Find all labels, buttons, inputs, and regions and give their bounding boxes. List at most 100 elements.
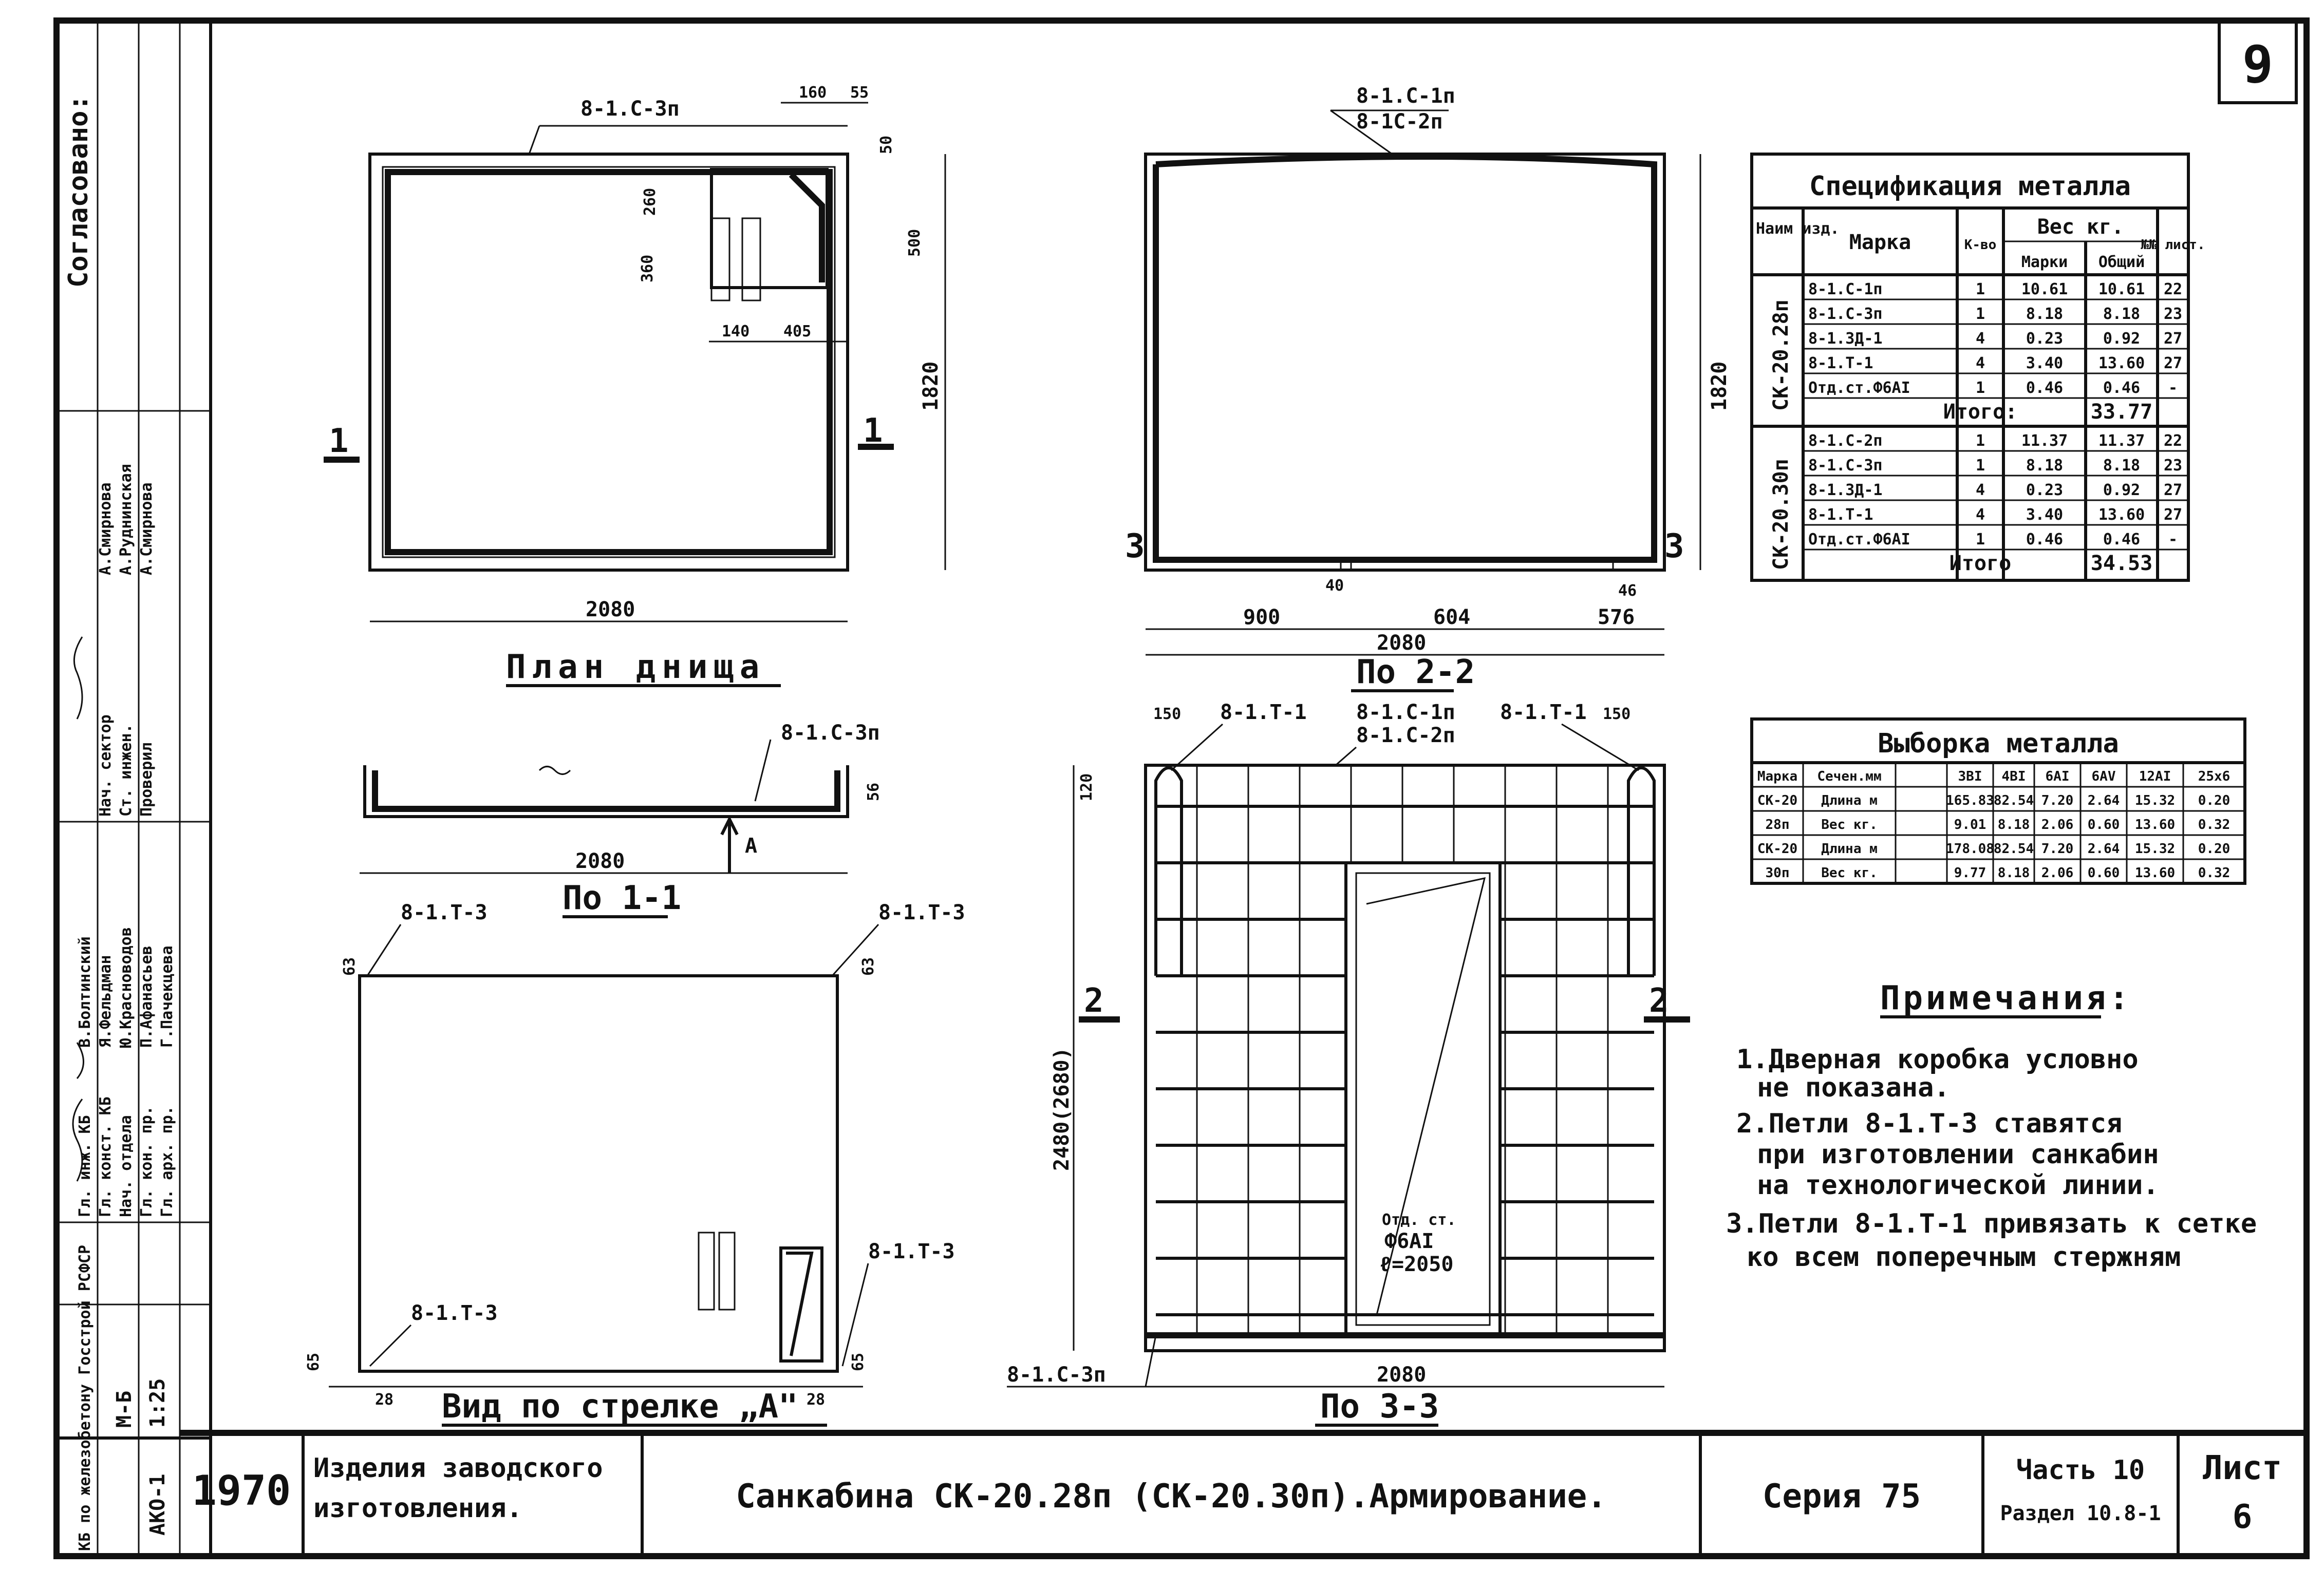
arrow-view-dim-28a: 28 — [375, 1391, 393, 1409]
plan-dim-405: 405 — [783, 323, 811, 340]
spec-cell: 11.37 — [2098, 432, 2145, 450]
stamp-name-8: А.Смирнова — [138, 482, 156, 575]
section-33-dim-150b: 150 — [1603, 705, 1630, 723]
selection-cell: 30п — [1766, 865, 1790, 881]
selection-cell: СК-20 — [1757, 841, 1797, 857]
spec-h-qty: К-во — [1964, 237, 1997, 253]
section-33-bar-note-1: Отд. ст. — [1382, 1211, 1456, 1229]
selection-cell: 0.32 — [2198, 817, 2231, 833]
spec-cell: 0.92 — [2103, 481, 2140, 499]
spec-cell: 8-1.Т-1 — [1808, 506, 1873, 524]
section-33-mark-c3: 8-1.С-3п — [1007, 1363, 1106, 1387]
title-series: Серия 75 — [1763, 1478, 1921, 1516]
selection-header-cell: Сечен.мм — [1817, 769, 1881, 784]
arrow-view-loop-br: 8-1.Т-3 — [868, 1240, 955, 1263]
section-11-dim-56: 56 — [865, 783, 883, 801]
spec-cell: 3.40 — [2026, 354, 2063, 372]
arrow-view-title: Вид по стрелке „А" — [442, 1388, 798, 1426]
spec-cell: 23 — [2164, 457, 2182, 475]
section-11-mark: 8-1.С-3п — [781, 721, 880, 745]
selection-cell: 0.60 — [2088, 817, 2120, 833]
plan-dim-160: 160 — [799, 84, 827, 102]
section-33-door-opening — [1344, 861, 1502, 1337]
selection-cell: 8.18 — [1998, 817, 2030, 833]
selection-cell: 82.54 — [1994, 841, 2034, 857]
spec-cell: 8-1.С-1п — [1808, 280, 1883, 298]
section-33-outline — [1144, 764, 1666, 1352]
selection-cell: 15.32 — [2135, 793, 2175, 808]
selection-cell: 9.01 — [1954, 817, 1986, 833]
selection-cell: 9.77 — [1954, 865, 1986, 881]
selection-title: Выборка металла — [1878, 728, 2119, 759]
section-11-rebar — [372, 770, 840, 812]
arrow-view-dim-28b: 28 — [807, 1391, 825, 1409]
spec-cell: 23 — [2164, 305, 2182, 323]
section-33-mark-t1a: 8-1.Т-1 — [1220, 701, 1307, 724]
plan-insert-1 — [710, 217, 730, 301]
arrow-view-loop-tr: 8-1.Т-3 — [878, 901, 965, 924]
stamp-role-5: Гл. арх. пр. — [158, 1106, 176, 1217]
section-11-arrow: А — [745, 834, 757, 858]
spec-h-sheet: №№ лист. — [2141, 237, 2205, 253]
plan-rebar — [385, 169, 833, 555]
spec-cell: 1 — [1976, 305, 1985, 323]
title-sheet-value: 6 — [2233, 1498, 2253, 1536]
selection-cell: Вес кг. — [1821, 865, 1878, 881]
spec-cell: 8.18 — [2026, 457, 2063, 475]
stamp-org: КБ по железобетону Госстрой РСФСР — [76, 1245, 94, 1551]
notes-title: Примечания: — [1880, 979, 2132, 1017]
spec-cell: 8-1.С-3п — [1808, 305, 1883, 323]
plan-dim-50: 50 — [877, 136, 895, 154]
section-2-2: 8-1.С-1п 8-1С-2п 1820 900 40 604 46 576 … — [1125, 84, 1731, 692]
spec-cell: 0.23 — [2026, 330, 2063, 348]
section-33-mark-c2: 8-1.С-2п — [1356, 724, 1455, 747]
title-main: Санкабина СК-20.28п (СК-20.30п).Армирова… — [736, 1478, 1606, 1516]
spec-cell: 1 — [1976, 280, 1985, 298]
spec-cell: 8.18 — [2026, 305, 2063, 323]
selection-cell: 178.08 — [1946, 841, 1994, 857]
selection-header-cell: 4ВI — [2002, 769, 2026, 784]
section-22-width: 2080 — [1377, 631, 1426, 655]
selection-header-cell: 6АV — [2092, 769, 2116, 784]
plan-dim-260: 260 — [641, 188, 659, 216]
title-sheet-label: Лист — [2203, 1449, 2282, 1487]
section-33-mark-c1: 8-1.С-1п — [1356, 701, 1455, 724]
section-22-mark-2: 8-1С-2п — [1356, 110, 1443, 134]
selection-cell: 13.60 — [2135, 817, 2175, 833]
spec-cell: 1 — [1976, 457, 1985, 475]
title-part: Часть 10 — [2016, 1455, 2145, 1486]
notes: Примечания: 1.Дверная коробка условно не… — [1726, 979, 2257, 1273]
selection-cell: 0.32 — [2198, 865, 2231, 881]
spec-cell: 10.61 — [2021, 280, 2068, 298]
plan-dim-55: 55 — [850, 84, 869, 102]
section-33-height: 2480(2680) — [1050, 1047, 1074, 1171]
spec-cell: 4 — [1976, 506, 1985, 524]
section-22-seg-1: 900 — [1243, 606, 1280, 629]
stamp-role-3: Нач. отдела — [117, 1115, 135, 1217]
spec-cell: 8-1.С-2п — [1808, 432, 1883, 450]
plan-inner — [382, 166, 836, 558]
notes-line-7: ко всем поперечным стержням — [1747, 1242, 2181, 1273]
section-33-mark-right: 2 — [1649, 982, 1669, 1020]
spec-table: Спецификация металла Наим изд. Марка К-в… — [1750, 153, 2205, 582]
section-33-title: По 3-3 — [1320, 1388, 1439, 1426]
spec-cell: 8-1.3Д-1 — [1808, 481, 1883, 499]
plan-dim-360: 360 — [639, 255, 657, 282]
section-22-seg-2: 604 — [1433, 606, 1470, 629]
spec-cell: 22 — [2164, 432, 2182, 450]
spec-cell: 0.46 — [2103, 379, 2140, 397]
spec-cell: 4 — [1976, 330, 1985, 348]
selection-header-cell: 6АI — [2046, 769, 2070, 784]
selection-cell: Вес кг. — [1821, 817, 1878, 833]
notes-line-1: 1.Дверная коробка условно — [1736, 1044, 2139, 1075]
section-33-width: 2080 — [1377, 1363, 1426, 1387]
inner-frame — [209, 19, 2308, 1558]
spec-cell: 0.46 — [2103, 531, 2140, 548]
title-product-type-box: Изделия заводского изготовления. — [313, 1453, 603, 1524]
spec-cell: 27 — [2164, 354, 2182, 372]
spec-cell: 13.60 — [2098, 506, 2145, 524]
title-block: 1970 Изделия заводского изготовления. Са… — [180, 1430, 2307, 1556]
stamp-role-6: Нач. сектор — [97, 714, 115, 817]
